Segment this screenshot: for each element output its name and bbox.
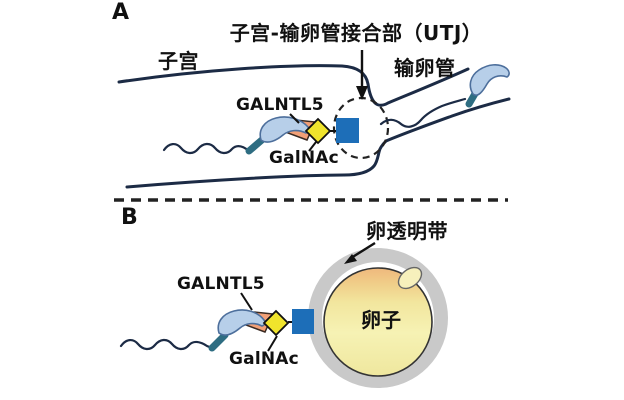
galntl5-label-a: GALNTL5 [236, 95, 324, 115]
panel-a-drawing [117, 50, 511, 189]
egg-sperm-midpiece-icon [208, 331, 229, 352]
galntl5-label-b: GALNTL5 [177, 274, 265, 294]
egg-icon [323, 267, 433, 377]
uterus-upper-wall-line [117, 64, 470, 107]
egg-binding-sperm [119, 309, 314, 352]
galnac-label-a: GalNAc [269, 148, 339, 168]
egg-label: 卵子 [361, 308, 401, 332]
zona-pellucida-ring-icon [308, 248, 448, 388]
egg-sperm-tail-icon [119, 338, 214, 351]
uterus-label: 子宫 [158, 49, 199, 73]
oviduct-label: 输卵管 [394, 56, 456, 80]
uterus-lower-wall-line [125, 139, 388, 189]
panel-a-title: 子宫-输卵管接合部（UTJ） [229, 21, 483, 45]
egg-sperm-head-icon [217, 309, 266, 336]
panel-b-letter: B [121, 205, 138, 230]
polar-body-icon [397, 266, 423, 290]
galntl5-pointer-line-b [240, 292, 253, 311]
oviduct-lower-wall-line [384, 97, 511, 143]
oviduct-sperm-tail-icon [379, 97, 467, 128]
zona-pointer-arrow [344, 241, 376, 264]
utj-pointer-arrow [356, 50, 368, 100]
panel-a-letter: A [112, 0, 130, 25]
utj-receptor-square-icon-a [336, 118, 359, 143]
panel-b-drawing [119, 241, 448, 388]
galnac-pointer-line-a [308, 141, 317, 152]
utj-sperm [162, 116, 359, 155]
utj-dashed-circle [332, 96, 390, 160]
zona-receptor-square-icon-b [292, 309, 314, 334]
zona-pellucida-label: 卵透明带 [366, 219, 448, 243]
galnac-label-b: GalNAc [229, 349, 299, 369]
galntl5-pointer-line-a [289, 113, 300, 124]
oviduct-sperm-head-icon [469, 64, 510, 96]
utj-sperm-midpiece-icon [245, 135, 267, 155]
utj-sperm-tail-icon [162, 142, 251, 155]
oviduct-sperm [379, 64, 510, 128]
galnac-pointer-line-b [267, 335, 278, 352]
